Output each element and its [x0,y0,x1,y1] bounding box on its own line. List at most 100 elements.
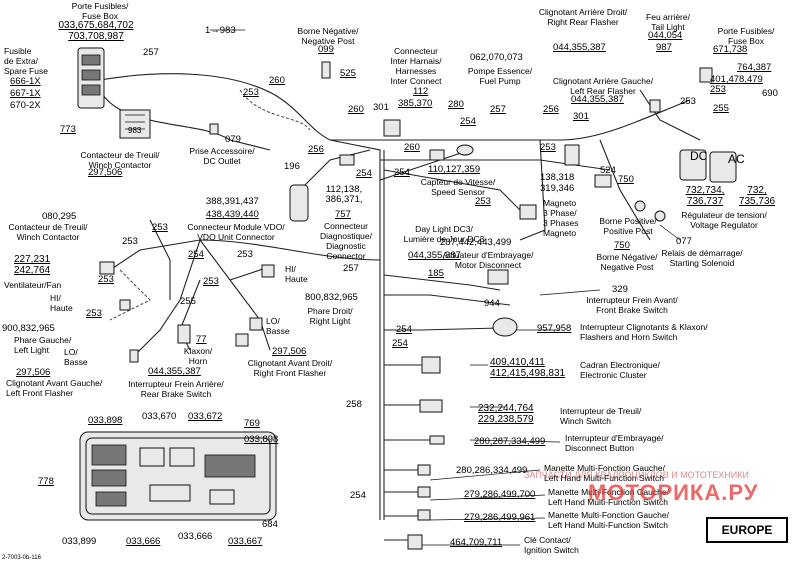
dc-outlet-label: Prise Accessoire/ DC Outlet [189,146,255,166]
ref-044-d: 044,355,387 [148,366,201,377]
lo-basse-right-label: LO/ Basse [266,316,290,336]
spare-fuse-670: 670-2X [10,100,41,111]
fuse-box-right-label: Porte Fusibles/ Fuse Box [717,26,775,46]
ref-297-506-c: 297,506 [272,346,307,357]
spare-fuse-666: 666-1X [10,76,41,87]
day-light-label: Day Light DC3/ Lumière de Jour DC3 [403,224,485,244]
front-brake-switch-label: Interrupteur Frein Avant/ Front Brake Sw… [586,295,678,315]
ref-112: 112 [413,86,429,97]
ref-079: 079 [225,134,241,145]
harness-ref: 253 [475,196,491,207]
ref-944: 944 [484,298,500,309]
horn-label: Klaxon/ Horn [183,346,213,366]
ref-764-387: 764,387 [737,62,772,73]
speed-sensor-label: Capteur de Vitesse/ Speed Sensor [420,177,496,197]
harness-ref: 254 [392,338,408,349]
watermark: МОТОРИКА.РУ [588,480,759,505]
harness-ref: 254 [396,324,412,335]
ref-732-735: 732, 735,736 [738,185,776,207]
ref-732-734: 732,734, 736,737 [685,185,725,207]
box-033-899: 033,899 [62,536,97,547]
harness-ref: 301 [373,102,389,113]
box-033-667: 033,667 [228,536,263,547]
negative-post-2-label: Borne Négative/ Negative Post [596,252,658,272]
right-light-label: Phare Droit/ Right Light [307,306,353,326]
left-multifunction-switch-1-label: Manette Multi-Fonction Gauche/ Left Hand… [544,463,665,483]
ref-464: 464,709,711 [450,537,503,548]
ref-750-b: 750 [614,240,630,251]
ref-757: 757 [335,209,351,220]
left-rear-flasher-label: Clignotant Arrière Gauche/ Left Rear Fla… [552,76,654,96]
right-rear-flasher-label: Clignotant Arrière Droit/ Right Rear Fla… [538,7,628,27]
ref-800-right: 800,832,965 [305,292,358,303]
harness-ref: 253 [152,222,168,233]
harness-ref: 253 [540,142,556,153]
tail-light-label: Feu arrière/ Tail Light [646,12,690,32]
winch-contactor-2-label: Contacteur de Treuil/ Winch Contactor [8,222,88,242]
disconnect-button-label: Interrupteur d'Embrayage/ Disconnect But… [565,433,664,453]
positive-post-label: Borne Positive/ Positive Post [599,216,657,236]
ref-297-506-a: 297,506 [88,167,123,178]
box-033-672: 033,672 [188,411,223,422]
harness-ref: 258 [346,399,362,410]
ref-690: 690 [762,88,778,99]
box-033-670: 033,670 [142,411,177,422]
ref-044-b: 044,355,387 [571,94,624,105]
winch-switch-label: Interrupteur de Treuil/ Winch Switch [560,406,642,426]
harness-ref: 257 [343,263,359,274]
harness-ref: 301 [573,111,589,122]
ref-773: 773 [60,124,76,135]
ref-077: 077 [676,236,692,247]
harness-ref: 253 [710,84,726,95]
ref-227: 227,231 242,764 [14,254,51,276]
harness-ref: 253 [122,236,138,247]
ref-900-left: 900,832,965 [2,323,55,334]
harness-ref: 254 [394,167,410,178]
ref-280-a: 280,287,334,499 [474,436,546,447]
hi-haute-left-label: HI/ Haute [50,293,73,313]
watermark-subtitle: ЗАПЧАСТИ ДЛЯ КВАДРОЦИКЛОВ И МОТОТЕХНИКИ [524,470,749,480]
rear-brake-switch-label: Interrupteur Frein Arrière/ Rear Brake S… [128,379,224,399]
left-multifunction-switch-3-label: Manette Multi-Fonction Gauche/ Left Hand… [548,510,669,530]
ref-112-138: 112,138, 386,371, [325,184,363,205]
ref-385-370: 385,370 [398,98,433,109]
voltage-regulator-label: Régulateur de tension/ Voltage Regulator [681,210,767,230]
ref-062: 062,070,073 [470,52,523,63]
ref-438: 438,439,440 [206,209,259,220]
box-778: 778 [38,476,54,487]
footer-code: 2-7003-0b-116 [2,555,41,561]
motor-disconnect-label: Actuateur d'Embrayage/ Motor Disconnect [442,250,534,270]
harness-ref: 253 [237,249,253,260]
negative-post-label: Borne Négative/ Negative Post [297,26,359,46]
ref-110: 110,127,359 [428,164,481,175]
diagnostic-connector-label: Connecteur Diagnostique/ Diagnostic Conn… [320,221,372,261]
harness-ref: 254 [350,490,366,501]
ref-388: 388,391,437 [206,196,259,207]
box-033-898-b: 033,898 [244,434,279,445]
electronic-cluster-label: Cadran Electronique/ Electronic Cluster [580,360,660,380]
ref-409: 409,410,411 412,415,498,831 [490,357,566,379]
ref-329: 329 [612,284,628,295]
ref-77: 77 [196,334,207,345]
ref-750-a: 750 [618,174,634,185]
box-033-666-b: 033,666 [178,531,213,542]
harness-ref: 257 [143,47,159,58]
ref-525: 525 [340,68,356,79]
ref-297-506-b: 297,506 [16,367,51,378]
harness-ref: 260 [348,104,364,115]
harness-ref: 253 [680,96,696,107]
ref-524: 524 [600,165,616,176]
ignition-switch-label: Clé Contact/ Ignition Switch [524,535,579,555]
ref-279-a: 279,286,499,700 [464,489,536,500]
ref-232: 232,244,764 229,238,579 [478,403,534,425]
harness-ref: 255 [180,296,196,307]
lo-basse-left-label: LO/ Basse [64,347,88,367]
harness-ref: 257 [490,104,506,115]
harness-ref: 254 [460,116,476,127]
harness-ref: 256 [543,104,559,115]
harness-ref: 253 [203,276,219,287]
fuse-box-left-refs-1: 033,675,684,702 [58,20,134,31]
left-front-flasher-label: Clignotant Avant Gauche/ Left Front Flas… [6,378,103,398]
